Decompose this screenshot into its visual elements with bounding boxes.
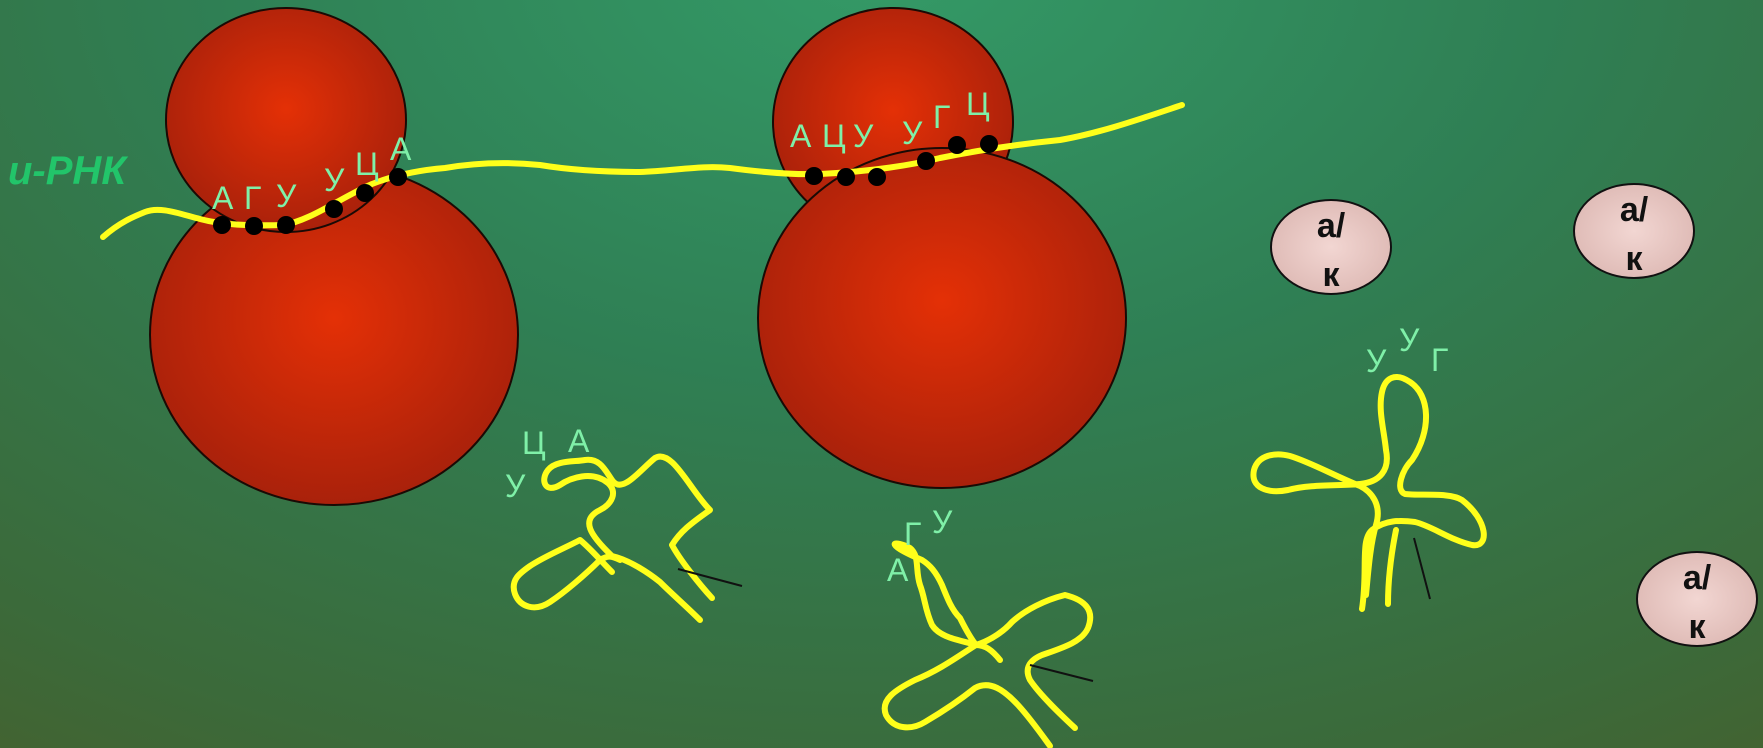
ribosome-2	[758, 8, 1126, 488]
amino-acid-1: а/ к	[1271, 200, 1391, 294]
base-letter: А	[790, 118, 812, 154]
trna-3-amino-arm	[1414, 538, 1430, 599]
trna-1: У Ц А	[505, 423, 742, 620]
trna-1-amino-arm	[678, 569, 742, 586]
base-letter: Г	[933, 99, 950, 135]
anticodon-letter: У	[1399, 322, 1420, 358]
base-dot	[325, 200, 343, 218]
trna-2-body	[885, 544, 1091, 746]
base-dot	[837, 168, 855, 186]
amino-acid-3: а/ к	[1637, 552, 1757, 646]
base-dot	[868, 168, 886, 186]
base-letter: Г	[244, 180, 261, 216]
anticodon-letter: А	[568, 423, 590, 459]
base-letter: Ц	[966, 86, 990, 122]
anticodon-letter: Г	[1431, 342, 1448, 378]
amino-acid-label: к	[1322, 256, 1340, 294]
trna-2-amino-arm	[1030, 665, 1093, 681]
anticodon-letter: Г	[904, 516, 921, 552]
base-dot	[389, 168, 407, 186]
base-letter: А	[390, 131, 412, 167]
trna-1-body	[514, 456, 712, 620]
amino-acid-label: а/	[1683, 559, 1712, 597]
base-letter: Ц	[355, 146, 379, 182]
anticodon-letter: У	[1366, 343, 1387, 379]
anticodon-letter: У	[505, 468, 526, 504]
base-letter: У	[902, 115, 923, 151]
base-dot	[277, 216, 295, 234]
base-letter: У	[324, 162, 345, 198]
ribosome-2-large-subunit	[758, 148, 1126, 488]
base-letter: У	[853, 118, 874, 154]
base-dot	[245, 217, 263, 235]
anticodon-letter: Ц	[522, 425, 546, 461]
base-letter: У	[276, 178, 297, 214]
base-dot	[917, 152, 935, 170]
amino-acid-label: а/	[1317, 207, 1346, 245]
base-letter: Ц	[822, 118, 846, 154]
base-dot	[805, 167, 823, 185]
amino-acid-label: к	[1688, 608, 1706, 646]
base-dot	[213, 216, 231, 234]
amino-acid-label: а/	[1620, 191, 1649, 229]
amino-acid-label: к	[1625, 240, 1643, 278]
trna-3: У У Г	[1253, 322, 1483, 609]
base-dot	[356, 184, 374, 202]
base-letter: А	[212, 180, 234, 216]
anticodon-letter: А	[887, 552, 909, 588]
ribosome-1	[150, 8, 518, 505]
mrna-label: и-РНК	[8, 149, 128, 193]
amino-acid-2: а/ к	[1574, 184, 1694, 278]
trna-2: А Г У	[885, 504, 1093, 746]
base-dot	[980, 135, 998, 153]
trna-3-body	[1253, 377, 1483, 609]
anticodon-letter: У	[932, 504, 953, 540]
base-dot	[948, 136, 966, 154]
